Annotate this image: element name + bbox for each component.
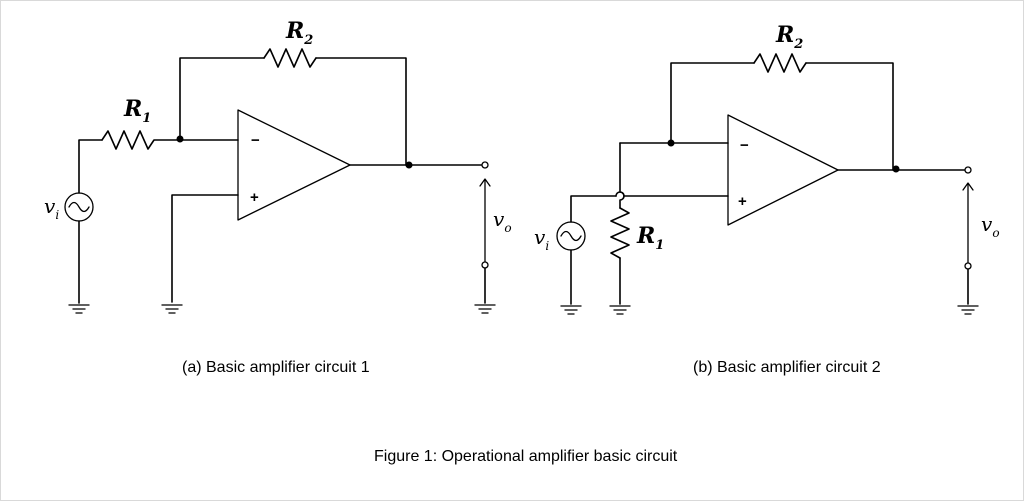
node-b-inv <box>667 139 675 147</box>
op-amp-a <box>237 109 351 221</box>
caption-b: (b) Basic amplifier circuit 2 <box>693 359 881 376</box>
wire-b-r1-top <box>619 142 625 209</box>
label-b-r2: R2 <box>775 22 803 52</box>
label-b-vi: vi <box>534 225 549 253</box>
label-a-vo: vo <box>493 207 512 235</box>
label-a-vi: vi <box>44 194 59 222</box>
wire-b-hop <box>615 191 625 197</box>
arrow-a-vo-head <box>479 178 491 187</box>
source-b-sine <box>560 230 582 242</box>
ground-b-1 <box>560 305 582 315</box>
op-amp-a-minus: − <box>251 132 260 149</box>
node-a-out <box>405 161 413 169</box>
label-a-r2: R2 <box>285 18 313 48</box>
label-a-r1: R1 <box>123 96 151 126</box>
op-amp-b <box>727 114 839 226</box>
circuit-b: − + <box>534 22 1000 376</box>
terminal-a-out-top <box>481 161 489 169</box>
wire-b-fb-right <box>805 62 894 171</box>
wire-b-source-up <box>570 195 617 223</box>
ground-a-3 <box>474 304 496 314</box>
label-b-r1: R1 <box>636 223 664 253</box>
ground-a-1 <box>68 304 90 314</box>
op-amp-a-plus: + <box>250 189 259 206</box>
label-b-vo: vo <box>981 212 1000 240</box>
resistor-a-r2 <box>263 48 317 68</box>
wire-a-fb-right <box>315 57 407 166</box>
ground-b-3 <box>957 305 979 315</box>
wire-a-noninv-ground <box>171 194 239 303</box>
terminal-b-out-top <box>964 166 972 174</box>
circuit-a: − + <box>44 18 512 376</box>
figure-caption: Figure 1: Operational amplifier basic ci… <box>374 448 678 465</box>
resistor-a-r1 <box>101 130 181 150</box>
wire-a-source-r1 <box>78 139 103 194</box>
caption-a: (a) Basic amplifier circuit 1 <box>182 359 370 376</box>
node-b-out <box>892 165 900 173</box>
terminal-b-out-bottom <box>964 262 972 270</box>
resistor-b-r2 <box>753 53 807 73</box>
ground-a-2 <box>161 304 183 314</box>
ground-b-2 <box>609 305 631 315</box>
arrow-b-vo-head <box>962 182 974 191</box>
op-amp-b-minus: − <box>740 137 749 154</box>
source-a-sine <box>68 201 90 213</box>
terminal-a-out-bottom <box>481 261 489 269</box>
wire-a-fb-left <box>179 57 265 140</box>
resistor-b-r1 <box>610 207 630 259</box>
op-amp-b-plus: + <box>738 193 747 210</box>
wire-b-fb-left <box>670 62 755 144</box>
